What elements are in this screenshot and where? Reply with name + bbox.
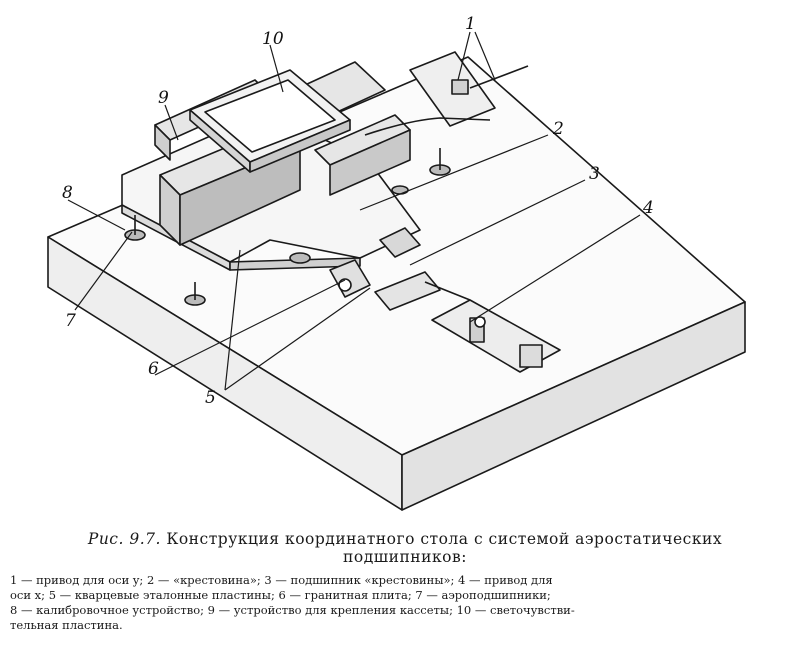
- leader-lines: [67, 31, 641, 391]
- x-drive: [374, 271, 561, 373]
- caption-title: Конструкция координатного стола с систем…: [166, 530, 723, 548]
- label-8: 8: [62, 183, 73, 203]
- label-1: 1: [465, 14, 476, 34]
- legend-line-2: оси x; 5 — кварцевые эталонные пластины;…: [10, 588, 551, 602]
- y-drive: [364, 51, 529, 136]
- air-bearings: [124, 148, 451, 306]
- caption-line-1: Рис. 9.7. Конструкция координатного стол…: [40, 530, 770, 548]
- figure-number: Рис. 9.7.: [87, 530, 161, 548]
- technical-drawing: 1 2 3 4 5 6 7 8 9 10: [47, 14, 746, 511]
- label-9: 9: [158, 88, 169, 108]
- figure-legend: 1 — привод для оси y; 2 — «крестовина»; …: [10, 573, 780, 633]
- cassette-holder: [189, 69, 351, 173]
- label-7: 7: [65, 311, 76, 331]
- label-3: 3: [589, 164, 600, 184]
- figure-caption: Рис. 9.7. Конструкция координатного стол…: [40, 530, 770, 566]
- label-4: 4: [642, 198, 654, 218]
- legend-line-4: тельная пластина.: [10, 618, 123, 632]
- label-5: 5: [205, 388, 216, 408]
- label-2: 2: [552, 119, 564, 139]
- legend-line-1: 1 — привод для оси y; 2 — «крестовина»; …: [10, 573, 553, 587]
- label-6: 6: [148, 359, 159, 379]
- caption-line-2: подшипников:: [343, 548, 467, 566]
- legend-line-3: 8 — калибровочное устройство; 9 — устрой…: [10, 603, 575, 617]
- callout-labels: 1 2 3 4 5 6 7 8 9 10: [62, 14, 654, 408]
- label-10: 10: [262, 29, 284, 49]
- cross-bearing: [329, 227, 421, 298]
